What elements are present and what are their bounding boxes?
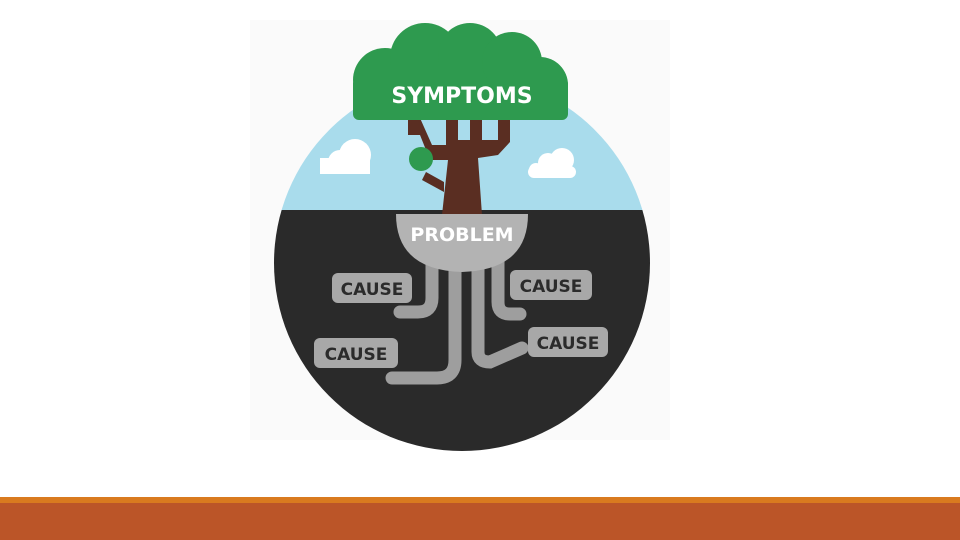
footer-band	[0, 503, 960, 540]
cause-box-upper-right	[510, 270, 592, 300]
fruit-icon	[409, 147, 433, 171]
footer-accent-line	[0, 497, 960, 503]
symptoms-label: SYMPTOMS	[391, 84, 532, 109]
cloud-left-icon	[320, 139, 371, 174]
roots	[385, 255, 529, 385]
cause-label-lower-right: CAUSE	[537, 334, 600, 354]
cause-label-upper-right: CAUSE	[520, 277, 583, 297]
cause-box-lower-right	[528, 327, 608, 357]
cause-box-lower-left	[314, 338, 398, 368]
tree-canopy	[353, 23, 568, 120]
problem-bulb	[396, 214, 528, 272]
cause-label-upper-left: CAUSE	[341, 280, 404, 300]
cause-label-lower-left: CAUSE	[325, 345, 388, 365]
cloud-right-icon	[528, 148, 576, 178]
tree-trunk	[408, 118, 510, 215]
cause-box-upper-left	[332, 273, 412, 303]
problem-label: PROBLEM	[410, 224, 513, 246]
